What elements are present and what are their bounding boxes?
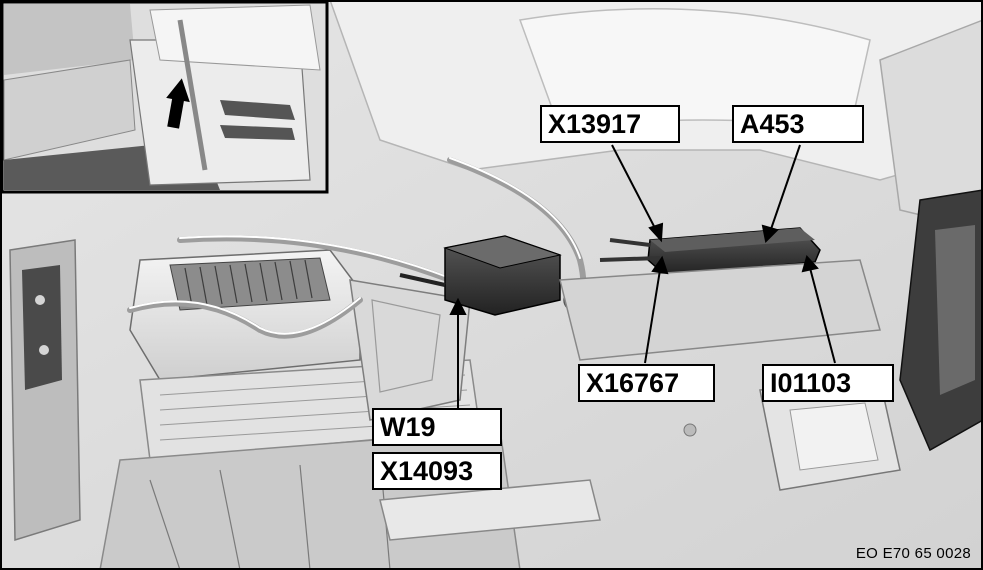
a453-cable xyxy=(609,238,651,247)
leader-x13917 xyxy=(611,144,658,233)
callout-x14093-text: X14093 xyxy=(380,456,474,486)
callout-i01103-text: I01103 xyxy=(770,368,852,398)
wiring-highlight xyxy=(129,157,581,335)
callout-x16767: X16767 xyxy=(578,364,715,402)
callout-a453-text: A453 xyxy=(740,109,805,139)
callout-x14093: X14093 xyxy=(372,452,502,490)
mounting-bracket-cutout xyxy=(371,299,441,393)
center-platform xyxy=(559,259,881,361)
inset-cargo-wall xyxy=(4,4,135,75)
callout-a453: A453 xyxy=(732,105,864,143)
arrowhead-i01103 xyxy=(801,254,819,273)
arrowhead-x13917 xyxy=(648,222,664,243)
inset-window xyxy=(149,4,321,71)
left-bracket-connector xyxy=(22,265,62,390)
callout-x13917: X13917 xyxy=(540,105,680,143)
inset-view xyxy=(0,0,329,194)
floor-rail xyxy=(379,479,601,541)
leader-x16767 xyxy=(644,269,661,364)
w19-cable xyxy=(399,273,446,287)
left-bracket-bolt xyxy=(35,295,45,305)
x16767-cable xyxy=(599,256,661,262)
lower-right-bracket-inner xyxy=(789,402,879,471)
arrowhead-a453 xyxy=(761,224,779,244)
control-module-heatsink xyxy=(169,257,331,311)
figure-reference-code: EO E70 65 0028 xyxy=(855,545,971,562)
floor-bolt xyxy=(683,423,697,437)
arrowhead-w19 xyxy=(449,297,467,315)
callout-x16767-text: X16767 xyxy=(586,368,680,398)
leader-a453 xyxy=(769,144,801,233)
callout-w19-text: W19 xyxy=(380,412,436,442)
inset-vent xyxy=(220,125,295,140)
inset-strut xyxy=(177,19,208,171)
arrowhead-x16767 xyxy=(651,255,669,275)
callout-w19: W19 xyxy=(372,408,502,446)
inset-cargo-floor xyxy=(3,59,136,161)
w19-module-top xyxy=(443,235,562,269)
leader-lines xyxy=(449,144,836,408)
inset-vent xyxy=(220,100,295,120)
pillar-trim xyxy=(879,19,983,231)
callout-i01103: I01103 xyxy=(762,364,894,402)
left-bracket-bolt xyxy=(39,345,49,355)
heatsink-fins xyxy=(184,259,313,307)
leader-i01103 xyxy=(809,267,836,364)
callout-x13917-text: X13917 xyxy=(548,109,642,139)
right-dark-panel-inner xyxy=(935,225,975,395)
location-arrow-icon xyxy=(166,78,190,129)
